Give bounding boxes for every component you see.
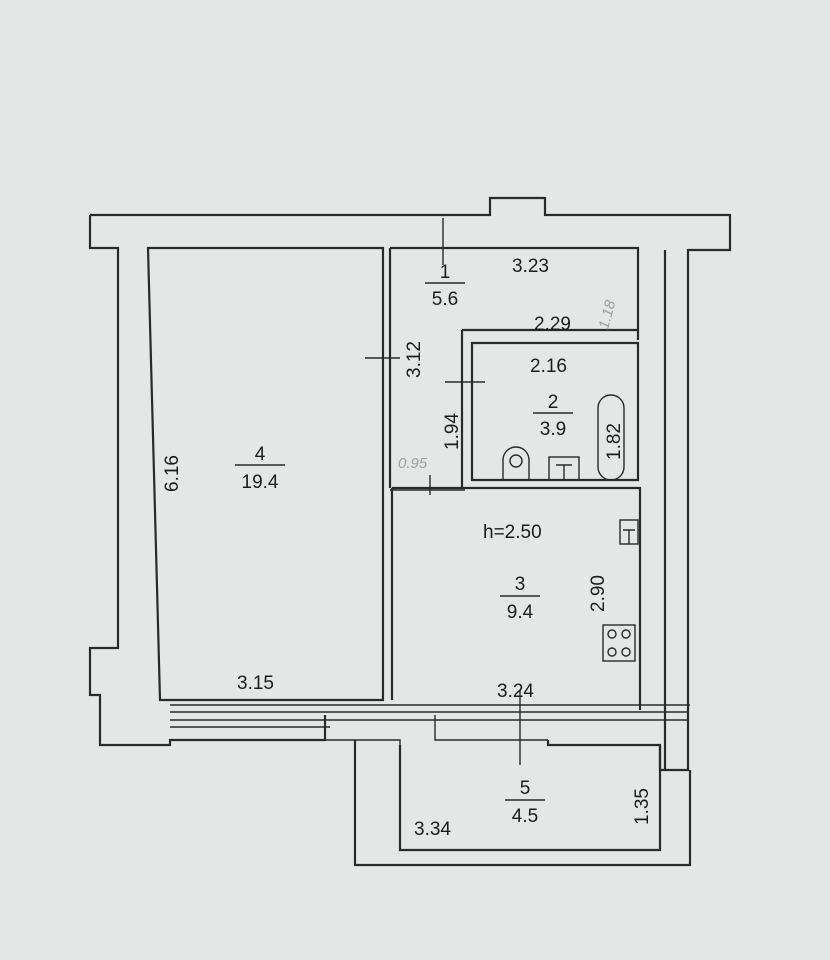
stove-icon: [602, 624, 636, 662]
outer-walls: [88, 196, 732, 867]
dim-1-82: 1.82: [604, 423, 625, 460]
dim-2-90: 2.90: [588, 575, 609, 612]
dim-3-24: 3.24: [497, 681, 534, 702]
room-5-number: 5: [520, 778, 531, 799]
dim-6-16: 6.16: [162, 455, 183, 492]
room-1-number: 1: [440, 262, 451, 283]
room-3-number: 3: [515, 574, 526, 595]
dim-3-15: 3.15: [237, 673, 274, 694]
room-2-number: 2: [548, 392, 559, 413]
room-2-area: 3.9: [540, 419, 566, 440]
dim-2-16: 2.16: [530, 356, 567, 377]
room-3-area: 9.4: [507, 602, 534, 623]
dim-3-34: 3.34: [414, 819, 451, 840]
toilet-icon: [502, 446, 530, 480]
fixtures: [502, 394, 639, 662]
handwritten-note-2: 0.95: [398, 455, 428, 472]
dim-3-23: 3.23: [512, 256, 549, 277]
room-4-number: 4: [255, 444, 266, 465]
room-1-area: 5.6: [432, 289, 458, 310]
dim-1-35: 1.35: [632, 788, 653, 825]
dim-1-94: 1.94: [442, 413, 463, 450]
room-5-area: 4.5: [512, 806, 538, 827]
ceiling-height: h=2.50: [483, 522, 542, 543]
dim-3-12: 3.12: [404, 341, 425, 378]
room-4-area: 19.4: [242, 472, 279, 493]
interior-walls: [365, 218, 642, 765]
bathtub-icon: [597, 394, 625, 481]
dim-2-29: 2.29: [534, 314, 571, 335]
area-fraction-lines: [235, 282, 573, 801]
